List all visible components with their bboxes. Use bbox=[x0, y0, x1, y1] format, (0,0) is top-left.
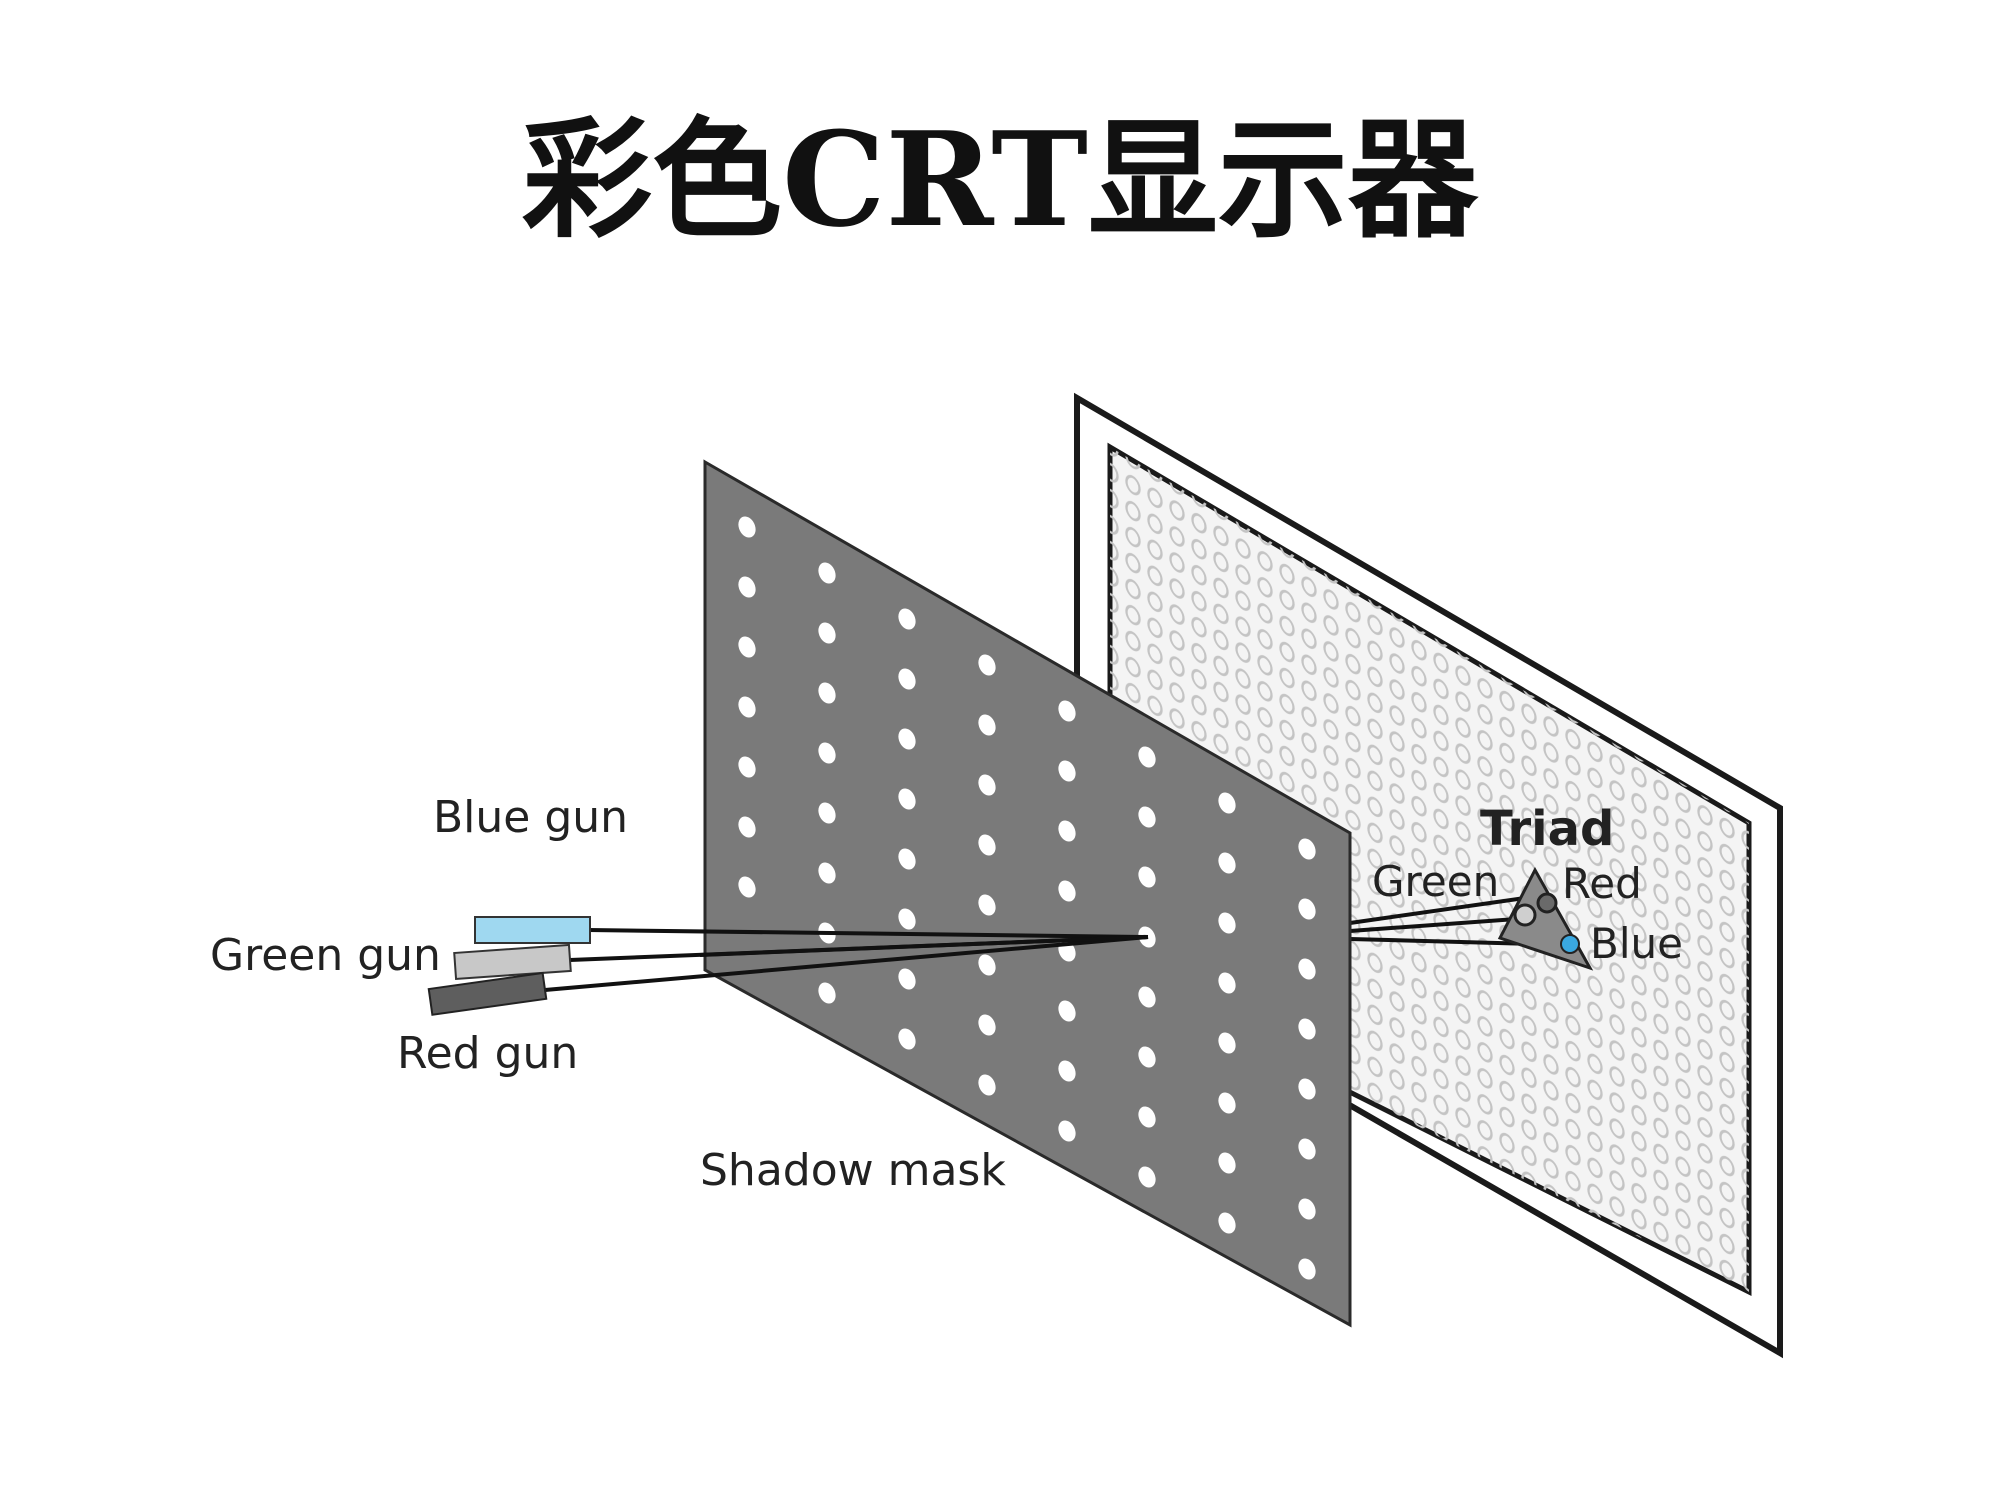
shadow-mask bbox=[703, 459, 1352, 1328]
mask-hole bbox=[978, 1014, 996, 1036]
mask-hole bbox=[738, 636, 756, 658]
mask-hole bbox=[1138, 1106, 1156, 1128]
mask-hole bbox=[978, 1074, 996, 1096]
mask-hole bbox=[1218, 912, 1236, 934]
mask-hole bbox=[898, 1028, 916, 1050]
mask-hole bbox=[898, 968, 916, 990]
green-gun bbox=[453, 943, 572, 981]
mask-hole bbox=[978, 834, 996, 856]
mask-hole bbox=[1218, 792, 1236, 814]
mask-hole bbox=[898, 668, 916, 690]
mask-hole bbox=[738, 756, 756, 778]
mask-hole bbox=[1058, 700, 1076, 722]
mask-hole bbox=[818, 862, 836, 884]
blue-gun-label: Blue gun bbox=[433, 792, 628, 843]
mask-hole bbox=[738, 876, 756, 898]
mask-hole bbox=[1058, 1120, 1076, 1142]
phosphor-screen bbox=[1074, 392, 1783, 1359]
mask-hole bbox=[898, 848, 916, 870]
shadow-mask-holes bbox=[738, 516, 1316, 1280]
mask-hole bbox=[898, 908, 916, 930]
mask-hole bbox=[978, 894, 996, 916]
mask-hole bbox=[1218, 852, 1236, 874]
mask-hole bbox=[1138, 746, 1156, 768]
mask-hole bbox=[1138, 866, 1156, 888]
mask-hole bbox=[738, 576, 756, 598]
blue-beam bbox=[587, 928, 1149, 939]
mask-hole bbox=[1218, 1032, 1236, 1054]
triad-green-dot bbox=[1513, 903, 1537, 927]
mask-hole bbox=[818, 802, 836, 824]
mask-hole bbox=[1138, 986, 1156, 1008]
green-gun-label: Green gun bbox=[210, 930, 441, 981]
mask-hole bbox=[738, 516, 756, 538]
mask-hole bbox=[1058, 1000, 1076, 1022]
mask-hole bbox=[1298, 1198, 1316, 1220]
red-gun-label: Red gun bbox=[397, 1028, 578, 1079]
triad-red-dot bbox=[1536, 892, 1558, 914]
mask-hole bbox=[1298, 958, 1316, 980]
mask-hole bbox=[1298, 838, 1316, 860]
mask-hole bbox=[898, 728, 916, 750]
mask-hole bbox=[738, 816, 756, 838]
labels: Blue gun Green gun Red gun Shadow mask T… bbox=[210, 792, 1683, 1196]
mask-hole bbox=[818, 622, 836, 644]
triad-blue-dot bbox=[1560, 934, 1580, 954]
mask-hole bbox=[898, 788, 916, 810]
mask-hole bbox=[978, 714, 996, 736]
shadow-mask-plate bbox=[703, 459, 1352, 1328]
mask-hole bbox=[818, 682, 836, 704]
mask-hole bbox=[1138, 1046, 1156, 1068]
triad bbox=[1497, 866, 1594, 971]
triad-green-label: Green bbox=[1372, 857, 1499, 906]
triad-red-label: Red bbox=[1562, 859, 1642, 908]
slide-title: 彩色CRT显示器 bbox=[522, 103, 1478, 256]
mask-hole bbox=[1218, 1212, 1236, 1234]
red-beam bbox=[544, 935, 1149, 992]
mask-hole bbox=[1298, 1258, 1316, 1280]
mask-hole bbox=[1218, 1092, 1236, 1114]
mask-hole bbox=[818, 982, 836, 1004]
blue-gun bbox=[474, 916, 591, 944]
mask-hole bbox=[1138, 1166, 1156, 1188]
mask-hole bbox=[818, 742, 836, 764]
electron-beams bbox=[544, 928, 1149, 992]
mask-hole bbox=[1058, 880, 1076, 902]
triad-blue-label: Blue bbox=[1590, 919, 1683, 968]
mask-hole bbox=[1138, 806, 1156, 828]
triad-label: Triad bbox=[1480, 801, 1614, 857]
mask-hole bbox=[1218, 1152, 1236, 1174]
mask-hole bbox=[1058, 820, 1076, 842]
mask-hole bbox=[1058, 760, 1076, 782]
mask-hole bbox=[978, 774, 996, 796]
mask-hole bbox=[898, 608, 916, 630]
mask-hole bbox=[738, 696, 756, 718]
mask-hole bbox=[978, 954, 996, 976]
mask-hole bbox=[1058, 1060, 1076, 1082]
electron-guns bbox=[427, 916, 591, 1016]
mask-hole bbox=[978, 654, 996, 676]
mask-hole bbox=[818, 562, 836, 584]
mask-hole bbox=[1298, 1078, 1316, 1100]
mask-hole bbox=[1218, 972, 1236, 994]
mask-hole bbox=[1298, 1018, 1316, 1040]
mask-hole bbox=[1298, 898, 1316, 920]
shadow-mask-label: Shadow mask bbox=[700, 1145, 1006, 1196]
red-gun bbox=[427, 971, 548, 1016]
mask-hole bbox=[1298, 1138, 1316, 1160]
